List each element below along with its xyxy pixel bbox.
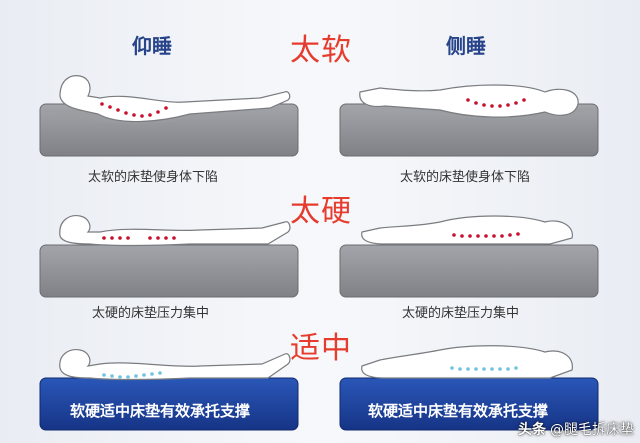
caption-hard-supine: 太硬的床垫压力集中 xyxy=(92,306,210,321)
title-moderate: 适中 xyxy=(290,331,352,366)
figure-supine-hard xyxy=(59,215,291,247)
support-dots-moderate-supine xyxy=(102,371,162,379)
caption-soft-side: 太软的床垫使身体下陷 xyxy=(400,170,531,185)
caption-hard-side: 太硬的床垫压力集中 xyxy=(402,306,520,321)
support-dots-moderate-side xyxy=(450,366,518,371)
watermark-handle: @腿毛拆床垫 xyxy=(550,422,634,438)
caption-moderate-supine: 软硬适中床垫有效承托支撑 xyxy=(70,402,251,420)
figure-supine-moderate xyxy=(59,349,291,381)
pressure-dots-soft-supine xyxy=(100,102,168,118)
figure-side-hard xyxy=(361,215,573,245)
pressure-dots-hard-supine xyxy=(102,236,176,240)
figure-side-moderate xyxy=(361,345,573,379)
mattress-hard-side xyxy=(339,244,599,298)
watermark-logo: 头条 xyxy=(518,422,546,438)
caption-moderate-side: 软硬适中床垫有效承托支撑 xyxy=(368,402,549,420)
header-side: 侧睡 xyxy=(446,34,486,58)
mattress-hard-supine xyxy=(39,244,299,298)
caption-soft-supine: 太软的床垫使身体下陷 xyxy=(88,170,219,185)
watermark: 头条 @腿毛拆床垫 xyxy=(518,419,634,439)
pressure-dots-soft-side xyxy=(466,98,526,108)
header-supine: 仰睡 xyxy=(132,34,172,58)
title-too-soft: 太软 xyxy=(290,33,352,68)
title-too-hard: 太硬 xyxy=(290,194,352,229)
pressure-dots-hard-side xyxy=(452,232,520,238)
